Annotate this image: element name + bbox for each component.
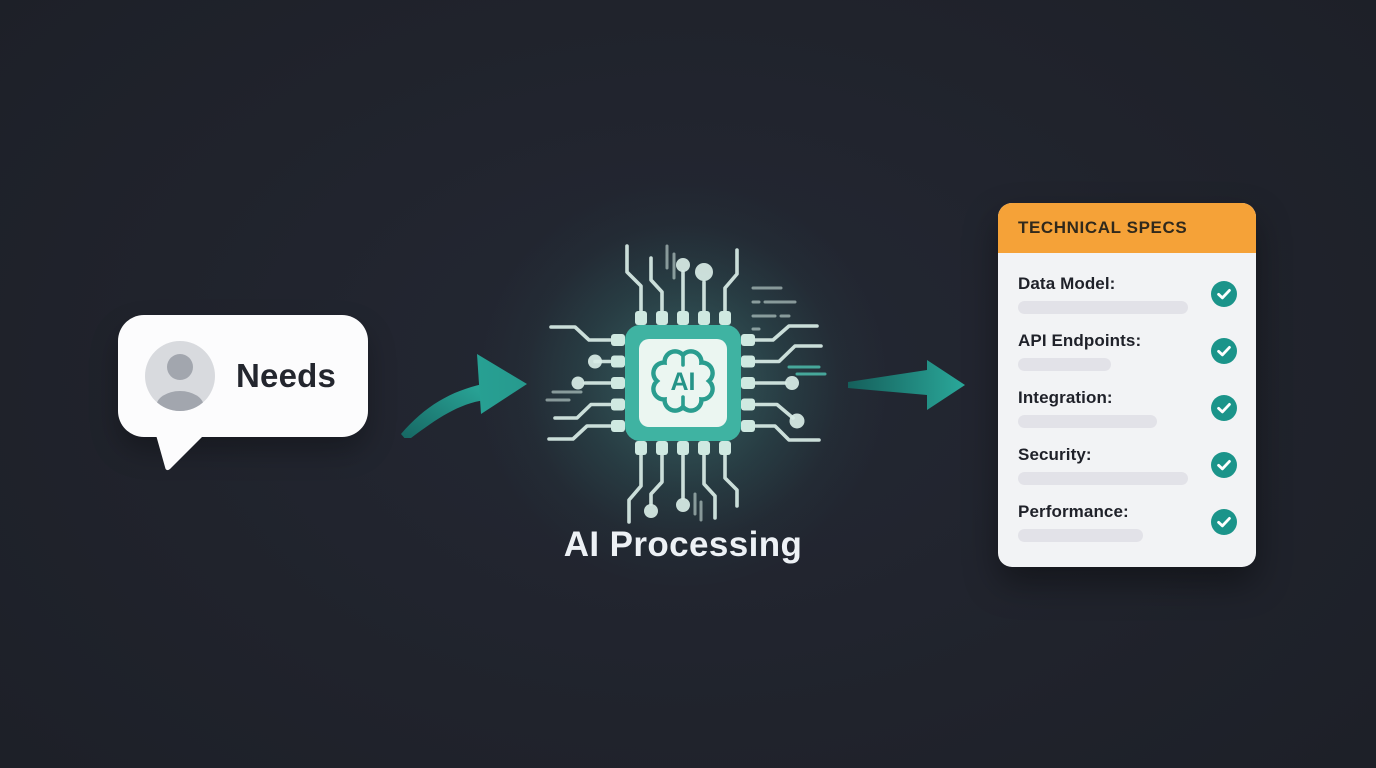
- flow-arrow-1-icon: [401, 354, 527, 438]
- spec-label: Performance:: [1018, 502, 1129, 521]
- spec-item-text: Integration:: [1018, 387, 1157, 428]
- brain-icon: [651, 349, 715, 413]
- avatar-head: [167, 354, 193, 380]
- spec-item-text: API Endpoints:: [1018, 330, 1141, 371]
- spec-item: Security:: [1018, 444, 1237, 485]
- bubble-tail: [156, 435, 204, 471]
- specs-card-header: TECHNICAL SPECS: [998, 203, 1256, 253]
- check-icon: [1211, 337, 1237, 364]
- needs-bubble: Needs: [118, 315, 368, 437]
- ai-chip-illustration: AI: [545, 244, 827, 524]
- check-icon: [1211, 394, 1237, 421]
- spec-label: Security:: [1018, 445, 1092, 464]
- spec-item: Data Model:: [1018, 273, 1237, 314]
- check-icon: [1211, 508, 1237, 535]
- specs-card-body: Data Model: API Endpoints: Integration: Sec…: [998, 253, 1256, 542]
- spec-item-text: Performance:: [1018, 501, 1143, 542]
- spec-label: API Endpoints:: [1018, 331, 1142, 350]
- spec-label: Data Model:: [1018, 274, 1116, 293]
- spec-label: Integration:: [1018, 388, 1113, 407]
- spec-value-placeholder: [1018, 415, 1157, 428]
- check-icon: [1211, 451, 1237, 478]
- spec-value-placeholder: [1018, 301, 1188, 314]
- user-avatar-icon: [145, 341, 215, 411]
- spec-value-placeholder: [1018, 472, 1188, 485]
- chip-ai-label: AI: [671, 368, 696, 396]
- spec-item: API Endpoints:: [1018, 330, 1237, 371]
- flow-arrow-2-icon: [848, 360, 965, 410]
- spec-item-text: Security:: [1018, 444, 1188, 485]
- technical-specs-card: TECHNICAL SPECS Data Model: API Endpoints…: [998, 203, 1256, 567]
- spec-value-placeholder: [1018, 529, 1143, 542]
- check-icon: [1211, 280, 1237, 307]
- spec-item: Performance:: [1018, 501, 1237, 542]
- spec-item: Integration:: [1018, 387, 1237, 428]
- spec-item-text: Data Model:: [1018, 273, 1188, 314]
- avatar-shoulders: [156, 391, 204, 411]
- ai-processing-caption: AI Processing: [563, 525, 803, 564]
- spec-value-placeholder: [1018, 358, 1111, 371]
- needs-label: Needs: [236, 357, 337, 394]
